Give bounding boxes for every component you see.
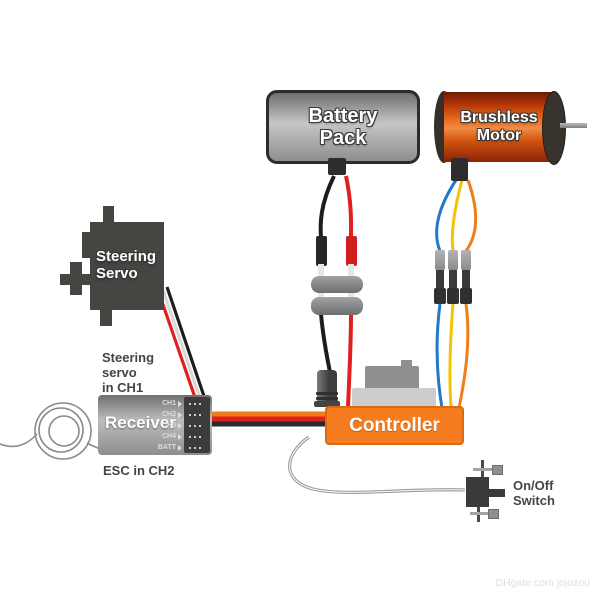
motor-bullet-mid-2 [449,270,457,289]
pin-row-dots [189,403,201,405]
servo-mount-flange [82,232,92,258]
watermark: DHgate.com jojozou [495,577,590,589]
bullet-heatshrink-black [316,236,327,266]
receiver-pin-block [184,397,210,453]
capacitor-ridge [316,397,338,400]
motor-phase-wire-yellow-upper [450,179,464,252]
motor-phase-wire-yellow-lower [448,303,455,409]
switch-screw-bar-bottom [470,512,492,515]
motor-shaft [560,123,587,128]
battery-negative-wire-upper [318,175,336,239]
battery-pack: Battery Pack [266,90,420,164]
motor-bullet-base-3 [460,288,472,304]
battery-positive-wire-upper [344,175,354,239]
servo-wire-red [157,292,202,413]
antenna-lead-wire [0,433,38,448]
channel-arrow-icon [178,433,182,440]
channel-row-ch2: CH2 [162,410,182,419]
servo-channel-note: Steering servo in CH1 [102,350,155,395]
heatsink-nub [401,360,412,367]
switch-screw-head-top [492,465,503,475]
switch-lever [488,489,505,497]
servo-horn-vertical [70,262,82,295]
servo-top-tab [103,206,114,224]
channel-arrow-icon [178,444,182,451]
receiver: Receiver CH1 CH2 CH3 CH4 BATT [98,395,212,455]
antenna-coil-mid [38,407,84,453]
motor-phase-wire-orange-upper [464,179,478,252]
motor-phase-wire-blue-upper [435,179,458,252]
receiver-label: Receiver [105,413,176,432]
motor-bullet-mid-1 [436,270,444,289]
motor-bullet-base-2 [447,288,459,304]
battery-connector [328,158,346,175]
motor-bullet-mid-3 [462,270,470,289]
bullet-heatshrink-red [346,236,357,266]
channel-row-batt: BATT [158,443,182,452]
motor-phase-wire-orange-lower [457,303,470,409]
brushless-motor: Brushless Motor [444,92,554,162]
heatsink-top-block [365,366,419,390]
controller-label: Controller [349,414,440,436]
channel-row-ch4: CH4 [162,432,182,441]
motor-end-cap-right [542,91,566,165]
motor-bullet-sleeve-3 [461,250,471,270]
esc-channel-note: ESC in CH2 [103,463,175,478]
steering-servo: Steering Servo [90,222,164,310]
antenna-coil-outer [34,402,92,460]
switch-screw-bar-top [473,468,495,471]
motor-phase-wire-blue-lower [435,303,444,409]
switch-note: On/Off Switch [513,478,555,508]
on-off-switch [466,477,489,507]
steering-servo-label: Steering Servo [96,248,157,282]
bullet-pin-right [348,264,354,278]
battery-pack-label: Battery Pack [308,105,378,149]
servo-wire-white [161,289,206,411]
pin-row-dots [189,447,201,449]
channel-arrow-icon [178,400,182,407]
motor-bullet-base-1 [434,288,446,304]
motor-bullet-sleeve-2 [448,250,458,270]
bullet-connector-band-bottom [311,297,363,315]
battery-positive-wire-lower [346,313,353,409]
channel-row-ch1: CH1 [162,399,182,408]
pin-row-dots [189,436,201,438]
servo-bottom-tab [100,310,112,326]
bullet-connector-band-top [311,276,363,293]
bullet-pin-gap-left [318,293,324,298]
channel-arrow-icon [178,411,182,418]
pin-row-dots [189,425,201,427]
bullet-pin-gap-right [348,293,354,298]
capacitor-base [314,401,340,407]
antenna-coil-inner [48,415,80,447]
pin-row-dots [189,414,201,416]
channel-row-ch3: CH3 [162,421,182,430]
servo-wire-black [165,286,210,409]
controller-esc: Controller [325,406,464,445]
heatsink-base-block [352,388,436,407]
motor-connector [451,158,468,181]
channel-arrow-icon [178,422,182,429]
bullet-pin-left [318,264,324,278]
motor-bullet-sleeve-1 [435,250,445,270]
capacitor-ridge [316,392,338,395]
switch-wire-highlight [289,436,466,493]
brushless-motor-label: Brushless Motor [460,109,538,144]
switch-screw-head-bottom [488,509,499,519]
switch-wire [288,435,466,494]
